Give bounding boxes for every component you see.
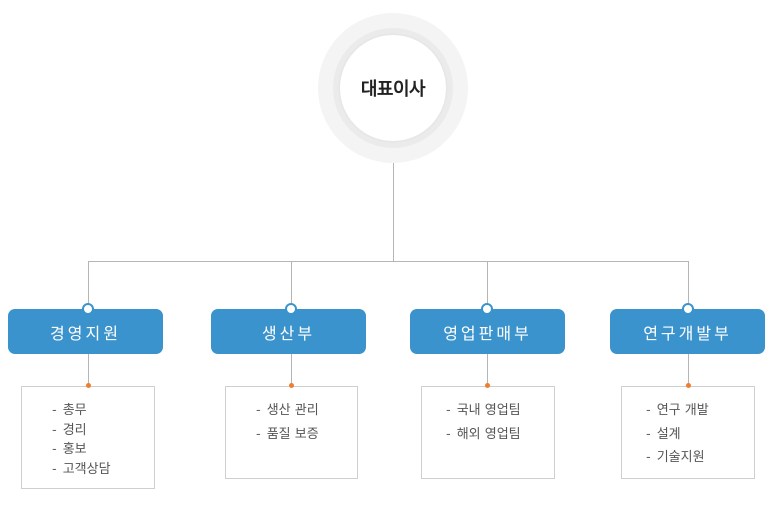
task-box-dot xyxy=(485,383,490,388)
dept-task-line xyxy=(291,354,292,384)
dept-task-line xyxy=(88,354,89,384)
task-item: -고객상담 xyxy=(52,461,111,477)
dept-label: 영업판매부 xyxy=(443,323,532,343)
task-item: -연구 개발 xyxy=(646,403,709,418)
dept-connector-dot xyxy=(285,303,297,315)
dept-label: 연구개발부 xyxy=(643,323,732,343)
branch-drop-line xyxy=(487,261,488,304)
task-box-management-support: -총무 -경리 -홍보 -고객상담 xyxy=(21,386,155,489)
task-item: -경리 xyxy=(52,422,87,438)
branch-drop-line xyxy=(88,261,89,304)
task-box-production: -생산 관리 -품질 보증 xyxy=(225,386,358,479)
dept-box-production: 생산부 xyxy=(211,309,366,354)
task-item: -생산 관리 xyxy=(256,403,319,418)
task-box-research-development: -연구 개발 -설계 -기술지원 xyxy=(621,386,755,479)
branch-drop-line xyxy=(291,261,292,304)
dept-box-research-development: 연구개발부 xyxy=(610,309,765,354)
task-box-dot xyxy=(86,383,91,388)
dept-connector-dot xyxy=(682,303,694,315)
branch-drop-line xyxy=(688,261,689,304)
task-box-dot xyxy=(289,383,294,388)
task-item: -총무 xyxy=(52,403,87,418)
dept-task-line xyxy=(487,354,488,384)
dept-label: 생산부 xyxy=(261,323,316,343)
task-item: -설계 xyxy=(646,426,681,442)
dept-label: 경영지원 xyxy=(50,323,121,343)
task-item: -홍보 xyxy=(52,442,87,457)
dept-task-line xyxy=(688,354,689,384)
ceo-node: 대표이사 xyxy=(340,35,446,141)
task-box-dot xyxy=(686,383,691,388)
task-item: -해외 영업팀 xyxy=(446,426,521,442)
task-item: -기술지원 xyxy=(646,450,705,465)
task-box-sales: -국내 영업팀 -해외 영업팀 xyxy=(421,386,555,479)
ceo-title: 대표이사 xyxy=(360,79,426,100)
branch-bus-line xyxy=(88,261,689,262)
task-item: -품질 보증 xyxy=(256,426,319,442)
dept-connector-dot xyxy=(481,303,493,315)
dept-connector-dot xyxy=(82,303,94,315)
ceo-trunk-line xyxy=(393,163,394,261)
dept-box-management-support: 경영지원 xyxy=(8,309,163,354)
task-item: -국내 영업팀 xyxy=(446,403,521,418)
dept-box-sales: 영업판매부 xyxy=(410,309,565,354)
